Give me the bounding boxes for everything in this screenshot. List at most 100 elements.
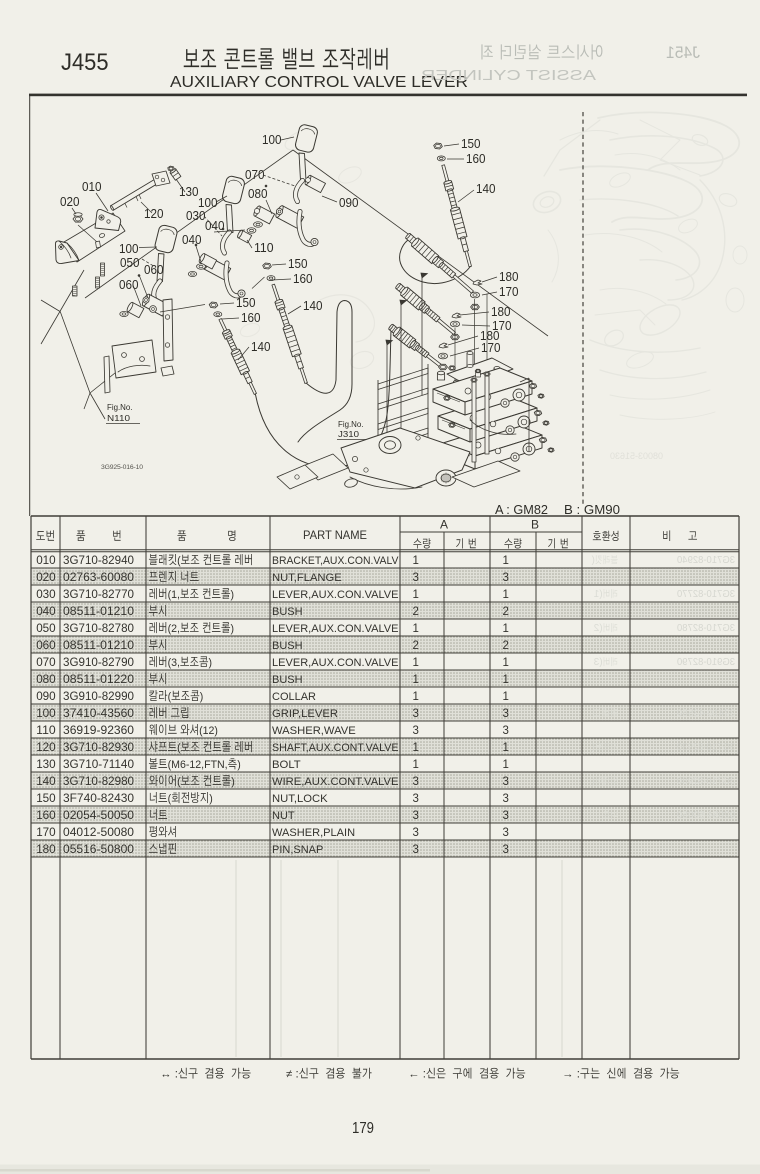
svg-text:B: B (531, 518, 539, 532)
svg-text:BOLT: BOLT (272, 759, 301, 771)
svg-text:1: 1 (413, 589, 419, 601)
svg-text:3: 3 (503, 725, 509, 737)
svg-text:A : GM82: A : GM82 (495, 502, 548, 517)
svg-text:090: 090 (36, 689, 56, 703)
svg-text:J455: J455 (61, 49, 109, 76)
svg-text:010: 010 (36, 553, 56, 567)
svg-text:3G710-82770: 3G710-82770 (63, 587, 134, 601)
svg-text:1: 1 (503, 589, 509, 601)
svg-text:030: 030 (186, 208, 206, 223)
svg-text:COLLAR: COLLAR (272, 691, 316, 703)
svg-text:010: 010 (82, 179, 102, 194)
svg-text:120: 120 (36, 740, 56, 754)
svg-text:1: 1 (503, 759, 509, 771)
svg-text:3: 3 (413, 572, 419, 584)
svg-text:3G910-82790: 3G910-82790 (677, 657, 735, 668)
svg-text:GRIP,LEVER: GRIP,LEVER (272, 708, 338, 720)
svg-text:1: 1 (413, 555, 419, 567)
svg-text:): ) (231, 776, 235, 788)
svg-text:3G910-82990: 3G910-82990 (63, 689, 134, 703)
svg-text:3: 3 (413, 793, 419, 805)
svg-text:B : GM90: B : GM90 (564, 502, 620, 517)
svg-text:140: 140 (303, 298, 323, 313)
svg-text:030: 030 (36, 587, 56, 601)
svg-text:02054-50050: 02054-50050 (63, 808, 134, 822)
svg-text:1: 1 (503, 742, 509, 754)
svg-text:LEVER,AUX.CON.VALVE: LEVER,AUX.CON.VALVE (272, 623, 399, 635)
svg-text:(3: (3 (593, 657, 602, 668)
svg-text:3: 3 (503, 844, 509, 856)
svg-text:04012-50080: 04012-50080 (63, 825, 134, 839)
svg-text:110: 110 (254, 240, 274, 255)
svg-text:): ) (231, 623, 235, 635)
svg-text:1: 1 (413, 623, 419, 635)
svg-text:(: ( (591, 742, 595, 753)
svg-text:3: 3 (503, 572, 509, 584)
svg-text:140: 140 (476, 181, 496, 196)
svg-text:08003-51630: 08003-51630 (610, 451, 663, 461)
svg-text:090: 090 (339, 195, 359, 210)
svg-text:180: 180 (36, 842, 56, 856)
svg-text:050: 050 (36, 621, 56, 635)
svg-text:070: 070 (245, 167, 265, 182)
svg-text:BRACKET,AUX.CON.VALV: BRACKET,AUX.CON.VALV (272, 555, 399, 567)
svg-text:3G710-82780: 3G710-82780 (677, 623, 735, 634)
svg-text:150: 150 (461, 136, 481, 151)
svg-text:08511-01210: 08511-01210 (63, 604, 134, 618)
svg-text:070: 070 (36, 655, 56, 669)
svg-text:← :: ← : (408, 1069, 426, 1081)
svg-text:1: 1 (413, 759, 419, 771)
svg-text:050: 050 (120, 255, 140, 270)
svg-text:BUSH: BUSH (272, 640, 303, 652)
svg-text:160: 160 (36, 808, 56, 822)
svg-text:060: 060 (36, 638, 56, 652)
svg-text:36919-92360: 36919-92360 (63, 723, 134, 737)
svg-text:J451: J451 (666, 43, 700, 62)
svg-text:08511-01220: 08511-01220 (63, 672, 134, 686)
svg-text:160: 160 (466, 151, 486, 166)
svg-text:): ) (200, 691, 204, 703)
svg-text:37410-43560: 37410-43560 (677, 708, 735, 719)
svg-text:): ) (209, 657, 213, 669)
svg-text:3G710-82930: 3G710-82930 (677, 742, 735, 753)
svg-text:(: ( (177, 555, 181, 567)
svg-text:150: 150 (36, 791, 56, 805)
svg-text:3G710-82940: 3G710-82940 (677, 555, 735, 566)
svg-text:1: 1 (413, 674, 419, 686)
svg-text:(3,: (3, (168, 657, 180, 669)
svg-text:1: 1 (503, 623, 509, 635)
svg-text:NUT,FLANGE: NUT,FLANGE (272, 572, 342, 584)
svg-text:WIRE,AUX.CONT.VALVE: WIRE,AUX.CONT.VALVE (272, 776, 399, 788)
svg-text:020: 020 (60, 194, 80, 209)
svg-text:060: 060 (119, 277, 139, 292)
svg-text:3G710-82980: 3G710-82980 (63, 774, 134, 788)
svg-text:Fig.No.: Fig.No. (338, 419, 364, 429)
svg-text:140: 140 (251, 339, 271, 354)
svg-text:(: ( (177, 776, 181, 788)
svg-text:3: 3 (503, 708, 509, 720)
svg-text:1: 1 (503, 691, 509, 703)
svg-text:Fig.No.: Fig.No. (107, 402, 133, 412)
svg-text:1: 1 (413, 742, 419, 754)
svg-text:LEVER,AUX.CON.VALVE: LEVER,AUX.CON.VALVE (272, 657, 399, 669)
svg-text:3G710-71140: 3G710-71140 (63, 757, 134, 771)
svg-text:3: 3 (503, 827, 509, 839)
svg-text:100: 100 (36, 706, 56, 720)
svg-text:(1,: (1, (168, 589, 180, 601)
svg-text:179: 179 (352, 1120, 374, 1137)
svg-text:05516-50800: 05516-50800 (63, 842, 134, 856)
svg-text:(12): (12) (199, 725, 218, 737)
svg-text:NUT: NUT (272, 810, 295, 822)
svg-text:N110: N110 (107, 413, 130, 423)
svg-text:(: ( (168, 793, 172, 805)
svg-text:(M6-12,FTN,: (M6-12,FTN, (168, 759, 228, 771)
svg-text:080: 080 (36, 672, 56, 686)
svg-text:3: 3 (413, 776, 419, 788)
svg-text:2: 2 (413, 606, 419, 618)
svg-text:150: 150 (288, 256, 308, 271)
svg-text:J310: J310 (338, 429, 359, 439)
svg-text:02054-50050: 02054-50050 (677, 810, 735, 821)
svg-text:3: 3 (413, 810, 419, 822)
svg-text:A: A (440, 518, 448, 532)
svg-text:(: ( (591, 555, 595, 566)
